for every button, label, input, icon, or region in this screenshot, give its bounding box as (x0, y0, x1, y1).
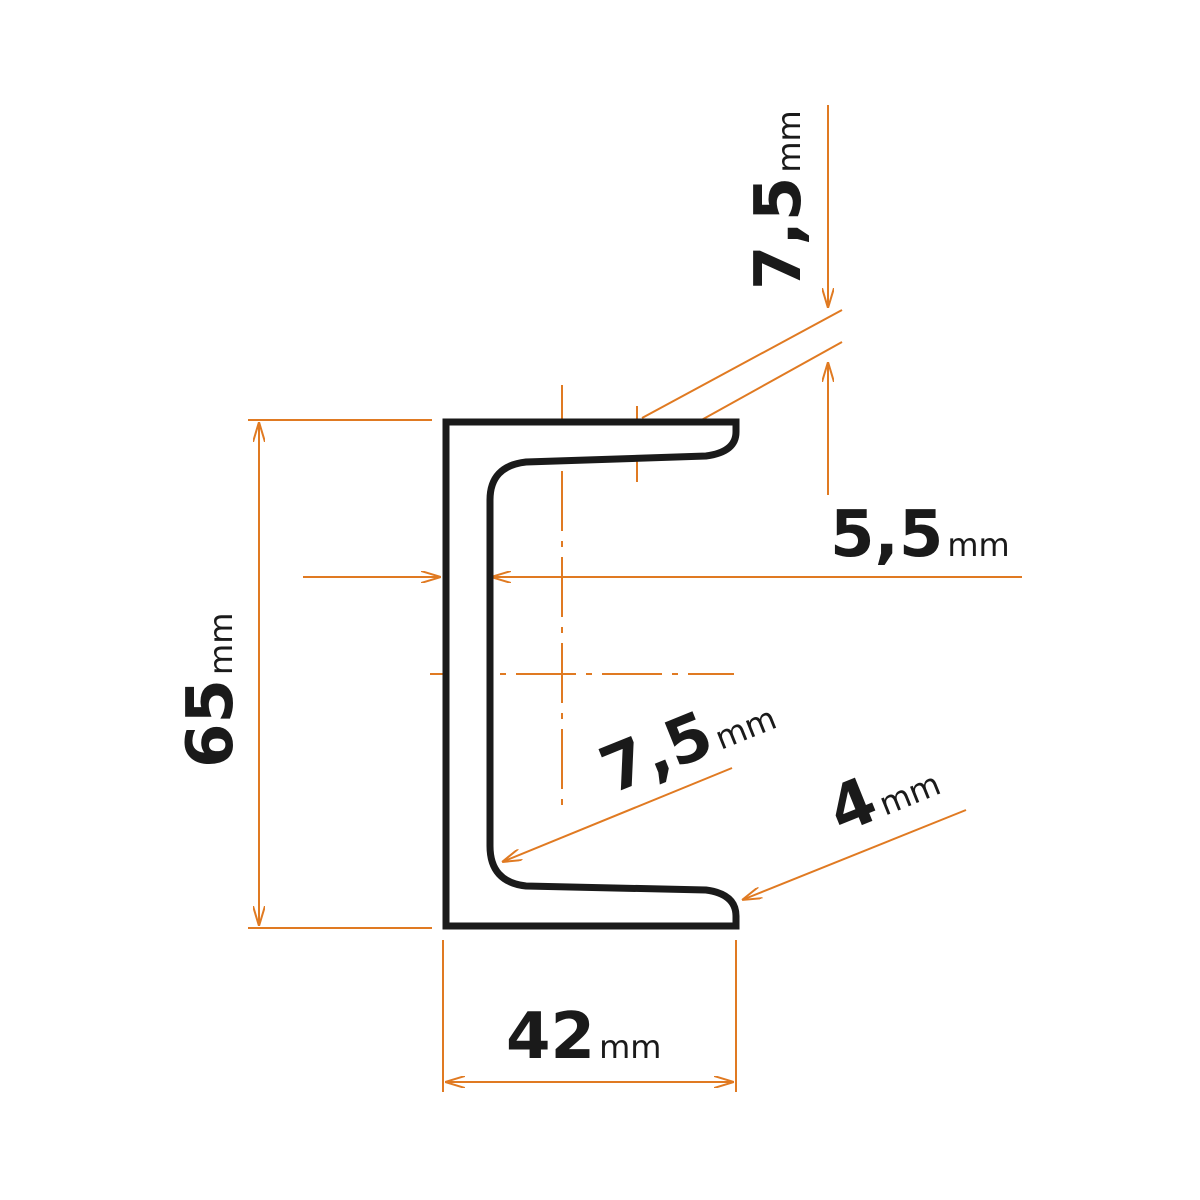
web-thickness-value: 5,5 (830, 498, 943, 572)
flange-extension-top (641, 309, 843, 419)
width-value: 42 (506, 1000, 595, 1074)
outer-radius-arrow (742, 809, 967, 900)
height-label: 65mm (174, 613, 248, 768)
inner-radius-arrow (502, 767, 733, 862)
web-thickness-unit: mm (947, 526, 1009, 564)
outer-radius-dimension: 4mm (742, 739, 967, 900)
outer-radius-value: 4 (818, 764, 887, 849)
inner-radius-dimension: 7,5mm (502, 673, 784, 862)
outer-radius-label: 4mm (818, 739, 949, 849)
outer-radius-unit: mm (874, 765, 946, 824)
inner-radius-value: 7,5 (590, 698, 723, 809)
width-unit: mm (599, 1028, 661, 1066)
channel-profile (442, 418, 740, 930)
inner-radius-unit: mm (710, 699, 782, 758)
height-unit: mm (202, 613, 240, 675)
inner-radius-label: 7,5mm (590, 673, 784, 809)
height-dimension: 65mm (174, 419, 432, 929)
flange-thickness-label: 7,5mm (742, 110, 816, 290)
flange-thickness-unit: mm (770, 110, 808, 172)
flange-thickness-value: 7,5 (742, 177, 816, 290)
height-value: 65 (174, 679, 248, 768)
